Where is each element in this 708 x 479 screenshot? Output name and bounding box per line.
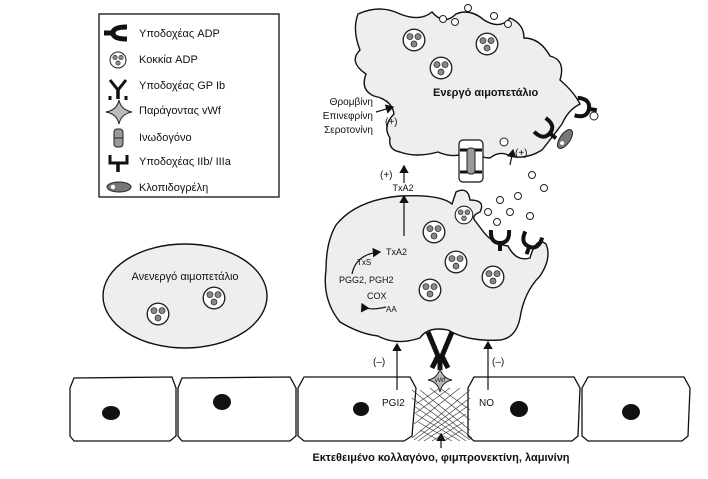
vwf-label: vWf xyxy=(435,378,446,384)
agonist-epinephrine: Επινεφρίνη xyxy=(323,110,373,122)
txs-arrow xyxy=(351,247,382,275)
legend-label-gp-ib-receptor: Υποδοχέας GP Ib xyxy=(139,80,225,92)
legend-label-vwf: Παράγοντας vWf xyxy=(139,105,222,117)
adp-granule xyxy=(418,278,442,302)
fibrinogen-bridge xyxy=(458,139,484,183)
no-label: NO xyxy=(479,398,494,409)
no-minus-sign: (–) xyxy=(492,357,504,368)
legend-label-fibrinogen: Ινωδογόνο xyxy=(139,132,192,144)
endothelium xyxy=(69,376,691,442)
adhering-platelet: AA COX PGG2, PGH2 TxS TxA2 xyxy=(324,189,549,343)
txa2-plus-sign: (+) xyxy=(380,170,393,181)
legend-label-iib-iiia-receptor: Υποδοχέας IIb/ IIIa xyxy=(139,156,232,168)
agonist-serotonin: Σεροτονίνη xyxy=(324,124,373,136)
cell-nucleus xyxy=(102,406,120,420)
adp-granule xyxy=(422,220,446,244)
pathway-cox: COX xyxy=(367,291,387,301)
endothelial-cell xyxy=(69,376,177,442)
gp-iib-iiia-receptor-icon xyxy=(108,155,129,172)
inactive-granule xyxy=(202,286,226,310)
adp-granule xyxy=(454,205,474,225)
vwf-factor-icon xyxy=(105,99,133,125)
legend-label-adp-receptor: Υποδοχέας ADP xyxy=(139,28,220,40)
cox-arrow xyxy=(360,302,387,313)
pathway-txa2-inner: TxA2 xyxy=(386,247,407,257)
clopidogrel-icon xyxy=(106,181,132,193)
clopidogrel-molecule xyxy=(556,129,574,149)
agonist-arrow xyxy=(375,104,395,114)
legend-box xyxy=(98,13,280,198)
adp-granule xyxy=(481,265,505,289)
adp-granule xyxy=(429,56,453,80)
adhering-platelet-body xyxy=(324,189,549,343)
adp-granule-icon xyxy=(109,51,127,69)
pgi2-minus-sign: (–) xyxy=(373,357,385,368)
subendothelium-label: Εκτεθειμένο κολλαγόνο, φιμπρονεκτίνη, λα… xyxy=(312,452,569,464)
cell-nucleus xyxy=(213,394,231,410)
adp-granule-free xyxy=(589,111,599,121)
legend-label-adp-granules: Κοκκία ADP xyxy=(139,54,198,66)
agonist-plus-sign: (+) xyxy=(385,117,398,128)
adp-stimulation-arrow xyxy=(506,148,517,166)
agonist-thrombin: Θρομβίνη xyxy=(330,96,373,108)
legend: Υποδοχέας ADP Κοκκία ADP Υποδοχέας GP Ib… xyxy=(98,13,280,198)
legend-label-clopidogrel: Κλοπιδογρέλη xyxy=(139,182,208,194)
inactive-platelet: Ανενεργό αιμοπετάλιο xyxy=(102,243,268,349)
cell-nucleus xyxy=(353,402,369,416)
inactive-platelet-label: Ανενεργό αιμοπετάλιο xyxy=(131,271,238,283)
gp-ib-receptor-icon xyxy=(108,79,128,100)
txa2-label: TxA2 xyxy=(392,183,413,193)
adp-receptor-icon xyxy=(104,24,128,42)
pathway-txs: TxS xyxy=(357,258,371,267)
inactive-granule xyxy=(146,302,170,326)
cell-nucleus xyxy=(510,401,528,417)
inactive-platelet-body xyxy=(102,243,268,349)
released-adp-cloud xyxy=(439,4,548,226)
collagen-mesh xyxy=(411,387,473,442)
adp-granule-free xyxy=(499,137,509,147)
fibrinogen-icon xyxy=(113,128,124,148)
adp-granule xyxy=(402,28,426,52)
endothelial-cell xyxy=(177,376,297,442)
adp-granule xyxy=(444,250,468,274)
active-platelet-label: Ενεργό αιμοπετάλιο xyxy=(433,87,539,99)
vwf-factor xyxy=(427,367,453,393)
gp-ib-vwf-anchor: vWf xyxy=(425,331,455,393)
pgi2-label: PGI2 xyxy=(382,398,405,409)
pathway-pgg2-pgh2: PGG2, PGH2 xyxy=(339,275,394,285)
adp-granule xyxy=(475,32,499,56)
active-platelet: Ενεργό αιμοπετάλιο xyxy=(354,8,601,159)
cell-nucleus xyxy=(622,404,640,420)
adp-plus-sign: (+) xyxy=(515,148,528,159)
pathway-aa: AA xyxy=(386,305,397,314)
